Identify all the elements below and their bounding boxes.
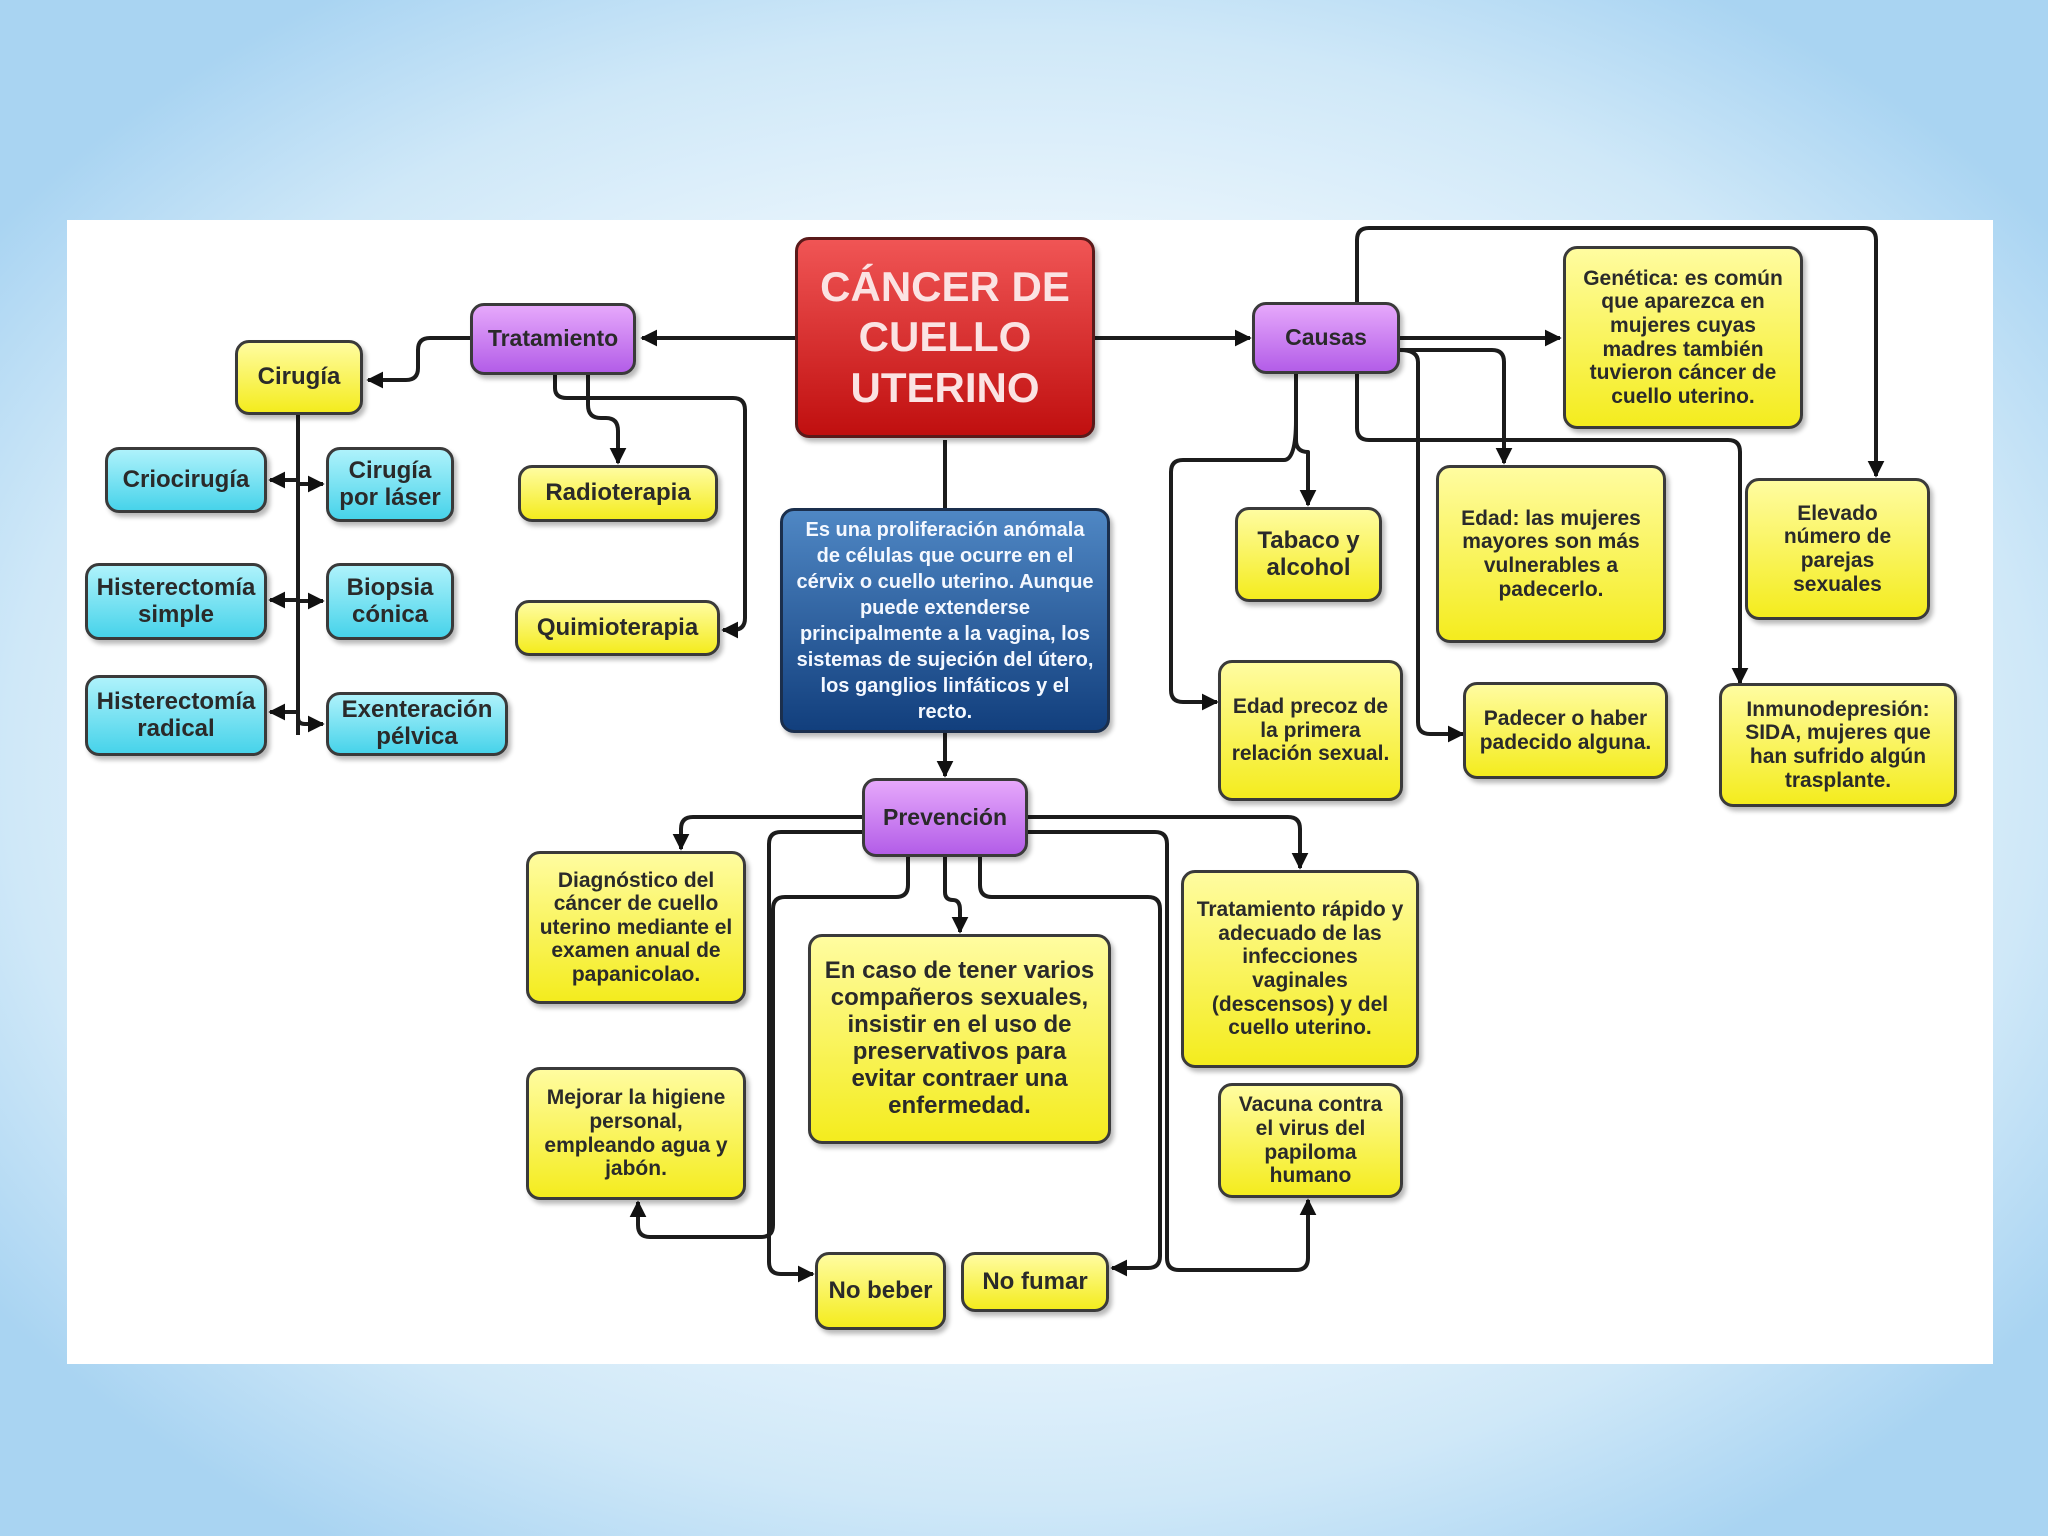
criocirugia-node: Criocirugía [105,447,267,513]
radioterapia-node: Radioterapia [518,465,718,522]
parejas-node: Elevado número de parejas sexuales [1745,478,1930,620]
vacuna-node: Vacuna contra el virus del papiloma huma… [1218,1083,1403,1198]
main-title: CÁNCER DE CUELLO UTERINO [795,237,1095,438]
tabaco-alcohol-node: Tabaco y alcohol [1235,507,1382,602]
quimioterapia-node: Quimioterapia [515,600,720,656]
edad-node: Edad: las mujeres mayores son más vulner… [1436,465,1666,643]
histerectomia-simple-node: Histerectomía simple [85,563,267,640]
histerectomia-radical-node: Histerectomía radical [85,675,267,756]
prevencion-node: Prevención [862,778,1028,857]
cirugia-laser-node: Cirugía por láser [326,447,454,522]
cirugia-node: Cirugía [235,340,363,415]
edad-precoz-node: Edad precoz de la primera relación sexua… [1218,660,1403,801]
inmunodepresion-node: Inmunodepresión: SIDA, mujeres que han s… [1719,683,1957,807]
tratamiento-node: Tratamiento [470,303,636,375]
tratamiento-rapido-node: Tratamiento rápido y adecuado de las inf… [1181,870,1419,1068]
causas-node: Causas [1252,302,1400,374]
preservativos-node: En caso de tener varios compañeros sexua… [808,934,1111,1144]
biopsia-conica-node: Biopsia cónica [326,563,454,640]
no-fumar-node: No fumar [961,1252,1109,1312]
higiene-node: Mejorar la higiene personal, empleando a… [526,1067,746,1200]
diagnostico-node: Diagnóstico del cáncer de cuello uterino… [526,851,746,1004]
genetica-node: Genética: es común que aparezca en mujer… [1563,246,1803,429]
definition-box: Es una proliferación anómala de células … [780,508,1110,733]
exenteracion-pelvica-node: Exenteración pélvica [326,692,508,756]
no-beber-node: No beber [815,1252,946,1330]
padecer-node: Padecer o haber padecido alguna. [1463,682,1668,779]
